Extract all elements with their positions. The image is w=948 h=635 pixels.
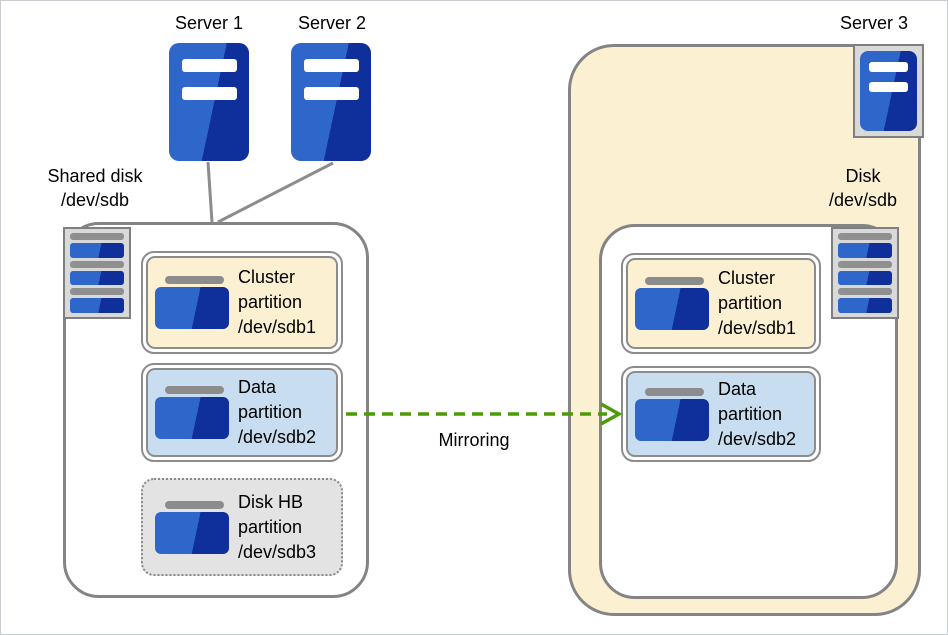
disk-tray-icon xyxy=(70,233,124,240)
partition-disk-icon xyxy=(635,277,709,330)
server-slot-icon xyxy=(182,87,237,100)
disk-platter-icon xyxy=(70,243,124,258)
server-slot-icon xyxy=(869,62,908,72)
mirroring-label: Mirroring xyxy=(438,430,510,450)
left-data-partition-label: Data partition /dev/sdb2 xyxy=(238,377,317,447)
shared-disk-label-line2: /dev/sdb xyxy=(60,190,130,210)
right-cluster-partition: Cluster partition /dev/sdb1 xyxy=(621,253,821,354)
disk-label-line1: Disk xyxy=(845,166,881,186)
disk-label-line2: /dev/sdb xyxy=(828,190,898,210)
server-slot-icon xyxy=(869,82,908,92)
left-data-partition: Data partition /dev/sdb2 xyxy=(141,363,343,462)
server2-icon xyxy=(291,43,371,161)
disk-tray-icon xyxy=(838,260,892,268)
right-cluster-partition-label: Cluster partition /dev/sdb1 xyxy=(718,268,797,338)
left-cluster-partition: Cluster partition /dev/sdb1 xyxy=(141,251,343,354)
left-diskhb-partition-label: Disk HB partition /dev/sdb3 xyxy=(238,491,317,562)
server3-icon xyxy=(860,51,917,131)
left-diskhb-partition: Disk HB partition /dev/sdb3 xyxy=(141,478,343,576)
server2-connector-line xyxy=(217,161,334,224)
server1-connector-line xyxy=(206,161,214,223)
right-data-partition-label: Data partition /dev/sdb2 xyxy=(718,378,797,449)
shared-disk-label-line1: Shared disk xyxy=(47,166,143,186)
server-slot-icon xyxy=(304,87,359,100)
server3-disk-array-icon xyxy=(831,227,899,319)
partition-disk-icon xyxy=(155,276,229,329)
disk-platter-icon xyxy=(838,243,892,258)
server1-label: Server 1 xyxy=(174,13,244,33)
shared-disk-array-icon xyxy=(63,227,131,319)
disk-tray-icon xyxy=(838,288,892,296)
server3-label: Server 3 xyxy=(839,13,909,33)
disk-tray-icon xyxy=(838,233,892,240)
disk-platter-icon xyxy=(70,270,124,286)
server-slot-icon xyxy=(304,59,359,72)
disk-platter-icon xyxy=(838,270,892,286)
disk-tray-icon xyxy=(70,288,124,296)
partition-disk-icon xyxy=(155,500,229,554)
server2-label: Server 2 xyxy=(297,13,367,33)
right-data-partition: Data partition /dev/sdb2 xyxy=(621,366,821,462)
partition-disk-icon xyxy=(635,387,709,441)
left-cluster-partition-label: Cluster partition /dev/sdb1 xyxy=(238,267,317,337)
server3-icon-frame xyxy=(853,44,924,138)
partition-disk-icon xyxy=(155,386,229,439)
disk-tray-icon xyxy=(70,260,124,268)
disk-platter-icon xyxy=(838,298,892,314)
server1-icon xyxy=(169,43,249,161)
shared-disk-label: Shared disk /dev/sdb xyxy=(19,164,171,212)
disk-label: Disk /dev/sdb xyxy=(813,164,913,212)
disk-platter-icon xyxy=(70,298,124,314)
server-slot-icon xyxy=(182,59,237,72)
